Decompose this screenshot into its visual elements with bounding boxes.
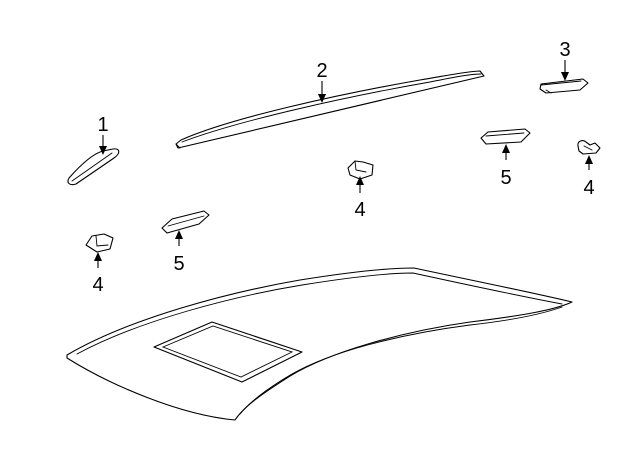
roof-panel bbox=[66, 267, 573, 421]
callout-5-left: 5 bbox=[173, 230, 185, 275]
callout-5-right-label: 5 bbox=[500, 167, 511, 189]
callout-1: 1 bbox=[97, 114, 109, 155]
callout-4-center-label: 4 bbox=[354, 199, 365, 221]
callout-4-center: 4 bbox=[354, 176, 366, 221]
part-2-roof-molding bbox=[175, 70, 485, 149]
part-1-molding-end bbox=[67, 148, 120, 186]
callout-4-right: 4 bbox=[583, 155, 595, 199]
callout-4-left: 4 bbox=[92, 252, 104, 296]
part-5-pad-right bbox=[480, 128, 531, 145]
callout-1-label: 1 bbox=[97, 114, 108, 136]
callout-2: 2 bbox=[316, 60, 328, 103]
callout-2-label: 2 bbox=[316, 60, 327, 82]
callout-3-label: 3 bbox=[559, 39, 570, 61]
callout-4-left-label: 4 bbox=[92, 274, 103, 296]
callout-4-right-label: 4 bbox=[583, 177, 594, 199]
part-3-end-cap bbox=[539, 78, 589, 94]
callout-5-left-label: 5 bbox=[173, 253, 184, 275]
callout-5-right: 5 bbox=[500, 144, 512, 189]
part-4-clip-right bbox=[577, 140, 601, 155]
part-4-clip-center bbox=[347, 160, 374, 180]
callout-3: 3 bbox=[559, 39, 571, 81]
part-4-clip-left bbox=[85, 233, 114, 253]
part-5-pad-left bbox=[161, 210, 210, 234]
sunroof-opening bbox=[153, 321, 303, 383]
